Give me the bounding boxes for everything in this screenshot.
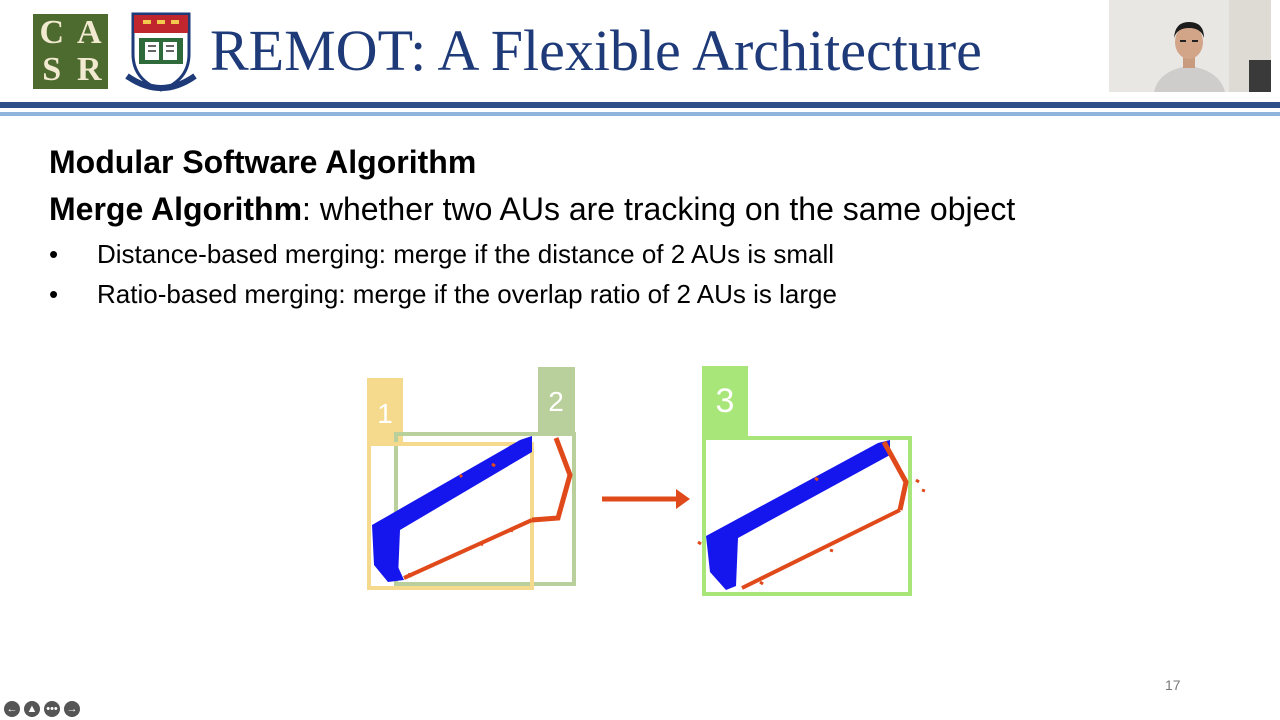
next-icon[interactable]: → (64, 701, 80, 717)
logo-letter-r: R (76, 51, 102, 89)
au2-box (394, 432, 576, 586)
header-rule-light (0, 112, 1280, 116)
bullet-list: • Distance-based merging: merge if the di… (49, 234, 1249, 314)
au3-tag (702, 366, 748, 438)
slide-title: REMOT: A Flexible Architecture (210, 18, 982, 83)
au3-label: 3 (716, 382, 735, 420)
university-crest-icon (125, 12, 197, 92)
page-number: 17 (1165, 677, 1181, 693)
casr-logo: C A S R (33, 14, 108, 89)
header-rule-dark (0, 102, 1280, 108)
bullet-dot: • (49, 279, 59, 309)
pointer-icon[interactable]: ▲ (24, 701, 40, 717)
bullet-dot: • (49, 239, 59, 269)
merge-line: Merge Algorithm: whether two AUs are tra… (49, 184, 1249, 234)
section-heading: Modular Software Algorithm (49, 144, 477, 180)
merge-text: : whether two AUs are tracking on the sa… (302, 191, 1016, 227)
logo-letter-s: S (42, 51, 62, 89)
au2-tag (538, 367, 575, 435)
presenter-webcam (1109, 0, 1271, 92)
tracked-object-merged (697, 440, 926, 590)
au2-label: 2 (548, 386, 564, 417)
presenter-video-image (1109, 0, 1271, 92)
au1-label: 1 (377, 398, 393, 429)
bullet-text: Distance-based merging: merge if the dis… (97, 239, 835, 269)
bullet-distance: • Distance-based merging: merge if the di… (49, 234, 1249, 274)
arrow-head-icon (676, 489, 690, 509)
bullet-text: Ratio-based merging: merge if the overla… (97, 279, 837, 309)
menu-icon[interactable]: ••• (44, 701, 60, 717)
bullet-ratio: • Ratio-based merging: merge if the overl… (49, 274, 1249, 314)
slide-header: C A S R REMOT: A Flexible Architecture (0, 0, 1280, 100)
prev-icon[interactable]: ← (4, 701, 20, 717)
logo-letter-a: A (76, 13, 102, 51)
merge-diagram: 1 2 3 (367, 366, 926, 596)
slide-body: Modular Software Algorithm Merge Algorit… (49, 140, 1249, 314)
au1-box (367, 442, 534, 590)
tracked-object-left (372, 436, 573, 582)
slideshow-nav: ← ▲ ••• → (4, 701, 80, 717)
merge-label: Merge Algorithm (49, 191, 303, 227)
au3-box (702, 436, 912, 596)
logo-letter-c: C (39, 13, 65, 51)
